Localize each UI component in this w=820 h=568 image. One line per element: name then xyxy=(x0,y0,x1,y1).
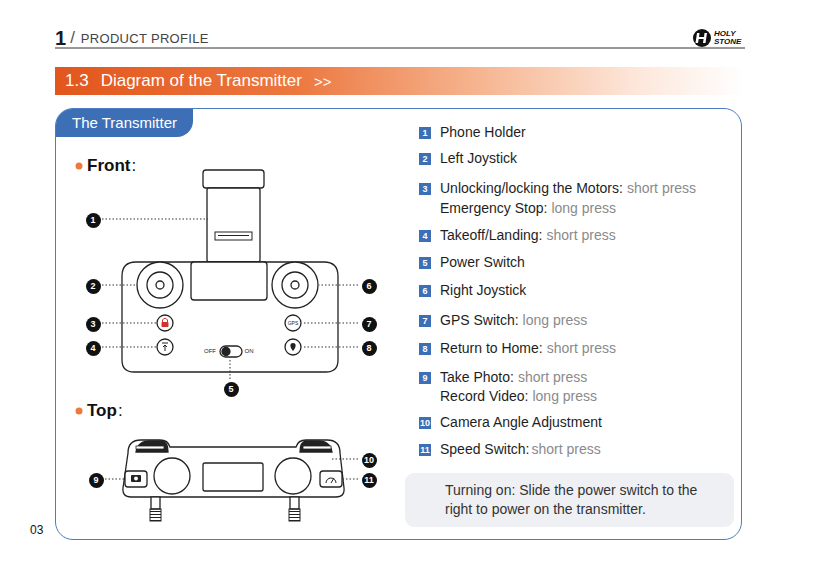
item-label: Left Joystick xyxy=(440,150,517,167)
item-hint: short press xyxy=(547,340,616,357)
item-label: Record Video: xyxy=(440,388,528,405)
item-number: 9 xyxy=(419,372,431,384)
page-number: 03 xyxy=(30,523,43,537)
header-rule xyxy=(55,48,745,49)
bullet xyxy=(76,163,83,170)
item-label: Takeoff/Landing: xyxy=(440,227,543,244)
section-band: 1.3 Diagram of the Transmitter >> xyxy=(55,67,745,95)
switch-label: OFF xyxy=(204,348,216,355)
tip-box: Turning on: Slide the power switch to th… xyxy=(405,473,734,527)
item-number: 5 xyxy=(419,257,431,269)
logo-text: STONE xyxy=(714,38,741,46)
number-text: 3 xyxy=(86,317,101,332)
section-heading: Diagram of the Transmitter xyxy=(101,71,302,91)
view-label: : xyxy=(131,156,136,176)
number-text: 7 xyxy=(362,317,377,332)
takeoff-icon xyxy=(162,343,168,351)
item-hint: short press xyxy=(547,227,616,244)
number-text: 6 xyxy=(419,285,431,297)
transmitter-top xyxy=(123,440,344,521)
item-hint: short press xyxy=(627,180,696,197)
number-text: 7 xyxy=(419,315,431,327)
callout-number: 9 xyxy=(89,473,104,488)
item-label: Return to Home: xyxy=(440,340,543,357)
callout-number: 7 xyxy=(362,317,377,332)
item-number: 8 xyxy=(419,343,431,355)
number-text: 11 xyxy=(362,473,377,488)
item-number: 2 xyxy=(419,153,431,165)
page-section-number: 1 xyxy=(55,27,66,49)
number-text: 10 xyxy=(362,453,377,468)
item-hint: long press xyxy=(523,312,588,329)
callout-number: 8 xyxy=(362,341,377,356)
callout-number: 2 xyxy=(86,279,101,294)
lock-icon xyxy=(162,318,169,327)
callout-number: 1 xyxy=(86,213,101,228)
logo-mark xyxy=(693,29,711,47)
item-label: Speed Switch: xyxy=(440,441,530,458)
logo-text: HOLY xyxy=(714,30,736,38)
callout-number: 5 xyxy=(224,382,239,397)
item-label: GPS Switch: xyxy=(440,312,519,329)
number-text: 8 xyxy=(419,343,431,355)
panel-tab: The Transmitter xyxy=(56,109,193,137)
callout-number: 3 xyxy=(86,317,101,332)
number-text: 6 xyxy=(362,279,377,294)
section-heading: >> xyxy=(314,73,332,90)
item-label: Phone Holder xyxy=(440,124,526,141)
number-text: 3 xyxy=(419,183,431,195)
bullet xyxy=(76,408,83,415)
leader-lines xyxy=(102,219,358,479)
content-panel: The TransmitterTurning on: Slide the pow… xyxy=(55,108,742,540)
number-text: 5 xyxy=(224,382,239,397)
item-hint: short press xyxy=(532,441,601,458)
number-text: 4 xyxy=(419,230,431,242)
callout-number: 4 xyxy=(86,341,101,356)
item-number: 11 xyxy=(419,444,431,456)
callout-number: 6 xyxy=(362,279,377,294)
button-label: GPS xyxy=(288,320,299,326)
number-text: 11 xyxy=(419,444,431,456)
item-hint: long press xyxy=(551,200,616,217)
return-home-icon xyxy=(290,343,295,351)
item-number: 6 xyxy=(419,285,431,297)
number-text: 1 xyxy=(419,127,431,139)
number-text: 2 xyxy=(86,279,101,294)
item-hint: short press xyxy=(518,369,587,386)
number-text: 9 xyxy=(419,372,431,384)
item-label: Right Joystick xyxy=(440,282,526,299)
callout-number: 10 xyxy=(362,453,377,468)
separator: / xyxy=(70,27,75,49)
item-number: 3 xyxy=(419,183,431,195)
view-label: : xyxy=(118,401,123,421)
item-label: Emergency Stop: xyxy=(440,200,547,217)
item-number: 1 xyxy=(419,127,431,139)
transmitter-front xyxy=(122,170,338,372)
item-label: Power Switch xyxy=(440,254,525,271)
number-text: 2 xyxy=(419,153,431,165)
camera-icon xyxy=(131,475,141,482)
item-label: Unlocking/locking the Motors: xyxy=(440,180,623,197)
item-number: 4 xyxy=(419,230,431,242)
number-text: 10 xyxy=(419,417,431,429)
item-hint: long press xyxy=(532,388,597,405)
item-label: Take Photo: xyxy=(440,369,514,386)
number-text: 9 xyxy=(89,473,104,488)
page-section-title: PRODUCT PROFILE xyxy=(81,31,209,47)
section-heading: 1.3 xyxy=(65,71,89,91)
item-label: Camera Angle Adjustment xyxy=(440,414,602,431)
item-number: 7 xyxy=(419,315,431,327)
speed-icon xyxy=(326,478,336,483)
callout-number: 11 xyxy=(362,473,377,488)
number-text: 5 xyxy=(419,257,431,269)
number-text: 1 xyxy=(86,213,101,228)
tip-text: Turning on: Slide the power switch to th… xyxy=(445,481,724,519)
view-label: Front xyxy=(87,156,130,176)
switch-label: ON xyxy=(245,348,254,355)
number-text: 4 xyxy=(86,341,101,356)
number-text: 8 xyxy=(362,341,377,356)
view-label: Top xyxy=(87,401,117,421)
item-number: 10 xyxy=(419,417,431,429)
